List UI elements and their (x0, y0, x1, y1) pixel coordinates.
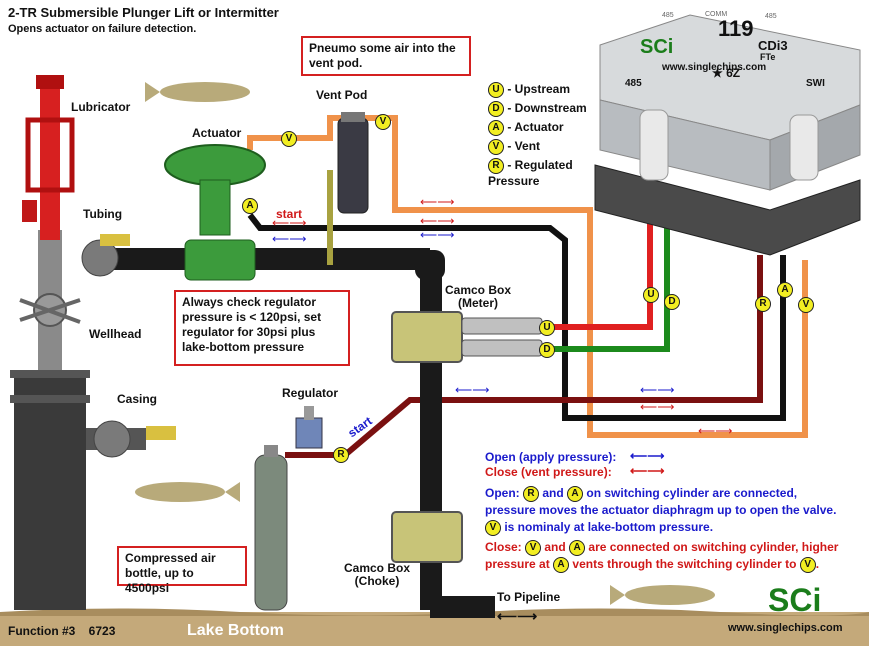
label-website: www.singlechips.com (728, 622, 843, 634)
label-regulator: Regulator (282, 386, 339, 400)
regulated-line (343, 255, 763, 458)
actuator-body (184, 239, 256, 281)
legend-key: U (488, 82, 504, 98)
marker-v-actuator: V (281, 131, 297, 147)
callout-pneumo: Pneumo some air into the vent pod. (301, 36, 471, 76)
fish-decoration (135, 82, 715, 605)
legend-text-actuator: - Actuator (507, 120, 564, 135)
legend-key: D (488, 101, 504, 117)
marker-r-device: R (755, 296, 771, 312)
device-brand: SCi (640, 36, 674, 58)
camco-meter-box (391, 311, 463, 363)
close-text2a: pressure at (485, 557, 550, 571)
arrow-legend-open: Open (apply pressure): (485, 450, 617, 464)
explanation-close-line2: pressure at A vents through the switchin… (485, 556, 820, 573)
close-and: and (544, 540, 566, 554)
red-arrow-marker: ⟵⟶ (640, 400, 675, 414)
label-function: Function #3 6723 (8, 624, 116, 638)
legend-text-upstream: - Upstream (507, 82, 571, 97)
device-model2: FTe (760, 52, 776, 62)
close-text1: are connected on switching cylinder, hig… (588, 540, 839, 554)
device-star: ★ 6Z (712, 66, 741, 80)
label-vent-pod: Vent Pod (316, 88, 368, 102)
device-top-right: 485 (765, 13, 777, 20)
device-port1: 485 (625, 78, 642, 89)
device-top-mid: COMM (705, 11, 728, 18)
blue-arrow-icon: ⟵⟶ (630, 449, 665, 463)
red-arrow-marker: ⟵⟶ (420, 214, 455, 228)
label-tubing: Tubing (83, 207, 123, 221)
label-casing: Casing (117, 392, 158, 406)
pipeline-arrow: ⟵⟶ (497, 608, 538, 624)
callout-bottle: Compressed air bottle, up to 4500psi (117, 546, 247, 595)
actuator-diaphragm (164, 144, 266, 186)
callout-regulator-check: Always check regulator pressure is < 120… (174, 290, 350, 366)
explanation-open-line2: pressure moves the actuator diaphragm up… (485, 503, 837, 517)
explanation-open-line1: Open: R and A on switching cylinder are … (485, 485, 798, 502)
marker-d-device: D (664, 294, 680, 310)
legend-key: A (488, 120, 504, 136)
label-wellhead: Wellhead (89, 327, 142, 341)
marker-u-device: U (643, 287, 659, 303)
label-lubricator: Lubricator (71, 100, 131, 114)
label-to-pipeline: To Pipeline (497, 590, 561, 604)
device-port2: SWI (806, 78, 825, 89)
page-subtitle: Opens actuator on failure detection. (8, 23, 197, 35)
regulator-body (295, 417, 323, 449)
tubing-pipe (110, 248, 430, 270)
open-label: Open: (485, 486, 520, 500)
close-text2b: vents through the switching cylinder to (572, 557, 797, 571)
vent-pod (337, 117, 369, 214)
blue-arrow-marker: ⟵⟶ (455, 383, 490, 397)
device-top-left: 485 (662, 12, 674, 19)
red-arrow-marker: ⟵⟶ (420, 195, 455, 209)
red-arrow-icon: ⟵⟶ (630, 464, 665, 478)
red-arrow-marker: ⟵⟶ (698, 424, 733, 438)
arrow-legend-close: Close (vent pressure): (485, 465, 612, 479)
open-and: and (542, 486, 564, 500)
switching-cylinder (594, 164, 861, 256)
legend-text-vent: - Vent (507, 139, 541, 154)
red-arrow-marker: ⟵⟶ (272, 216, 307, 230)
air-bottle (254, 454, 288, 611)
pipeline-outlet (430, 596, 495, 618)
downstream-line (548, 210, 670, 352)
open-text1: on switching cylinder are connected, (586, 486, 798, 500)
actuator-line (247, 213, 786, 421)
open-text3: is nominaly at lake-bottom pressure. (504, 520, 714, 534)
explanation-open-line3: V is nominaly at lake-bottom pressure. (485, 519, 713, 536)
camco-choke-box (391, 511, 463, 563)
marker-v-device: V (798, 297, 814, 313)
marker-a-device: A (777, 282, 793, 298)
label-camco-meter: Camco Box (Meter) (445, 283, 512, 310)
lubricator (40, 80, 60, 240)
explanation-close-line1: Close: V and A are connected on switchin… (485, 539, 839, 556)
legend-key: V (488, 139, 504, 155)
marker-v-pod: V (375, 114, 391, 130)
blue-arrow-marker: ⟵⟶ (272, 232, 307, 246)
close-label: Close: (485, 540, 522, 554)
legend-key: R (488, 158, 504, 174)
blue-arrow-marker: ⟵⟶ (420, 228, 455, 242)
legend-text-regulated: - Regulated Pressure (488, 158, 573, 188)
device-url: www.singlechips.com (662, 62, 767, 73)
brand-logo: SCi (768, 582, 822, 618)
marker-r-regulator: R (333, 447, 349, 463)
device-number: 119 (718, 16, 754, 41)
marker-d-meter: D (539, 342, 555, 358)
label-actuator: Actuator (192, 126, 242, 140)
upstream-line (548, 210, 653, 330)
device-model: CDi3 (758, 38, 788, 53)
label-lake-bottom: Lake Bottom (187, 622, 284, 639)
legend-text-downstream: - Downstream (507, 101, 587, 116)
casing (14, 370, 86, 610)
label-camco-choke: Camco Box (Choke) (344, 561, 411, 588)
marker-u-meter: U (539, 320, 555, 336)
label-start-actuator: start (276, 207, 303, 221)
blue-arrow-marker: ⟵⟶ (640, 383, 675, 397)
page-title: 2-TR Submersible Plunger Lift or Intermi… (8, 5, 279, 20)
marker-a-actuator: A (242, 198, 258, 214)
